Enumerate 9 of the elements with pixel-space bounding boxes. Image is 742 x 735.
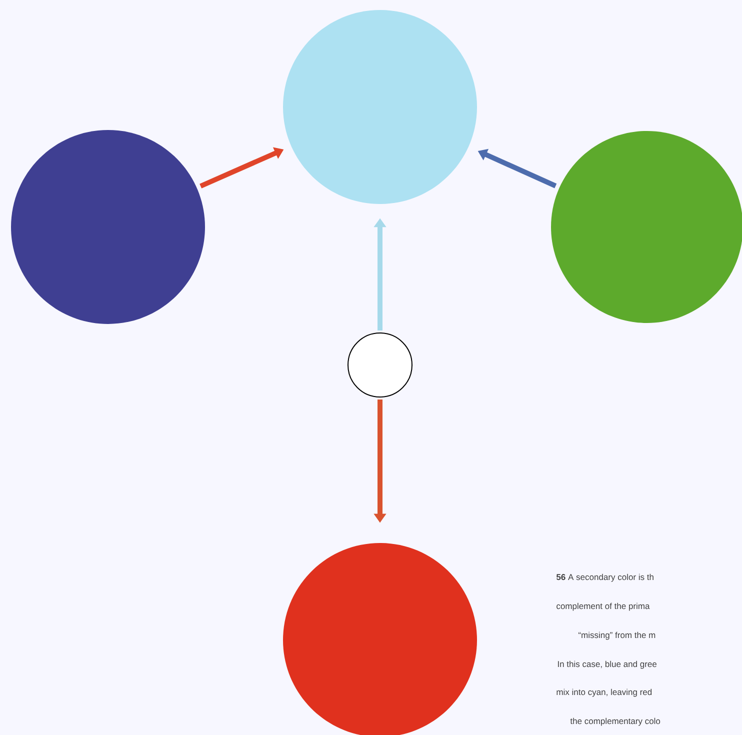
caption-line: In this case, blue and gree [558,660,656,669]
circle [283,10,477,204]
circle [348,332,412,398]
caption-line: complement of the prima [556,602,650,611]
caption-line: mix into cyan, leaving red [556,688,652,697]
caption-line: “missing” from the m [578,632,656,640]
caption-line: 56 A secondary color is th [556,574,654,582]
caption-line: the complementary colo [570,718,660,726]
circle [11,130,205,324]
